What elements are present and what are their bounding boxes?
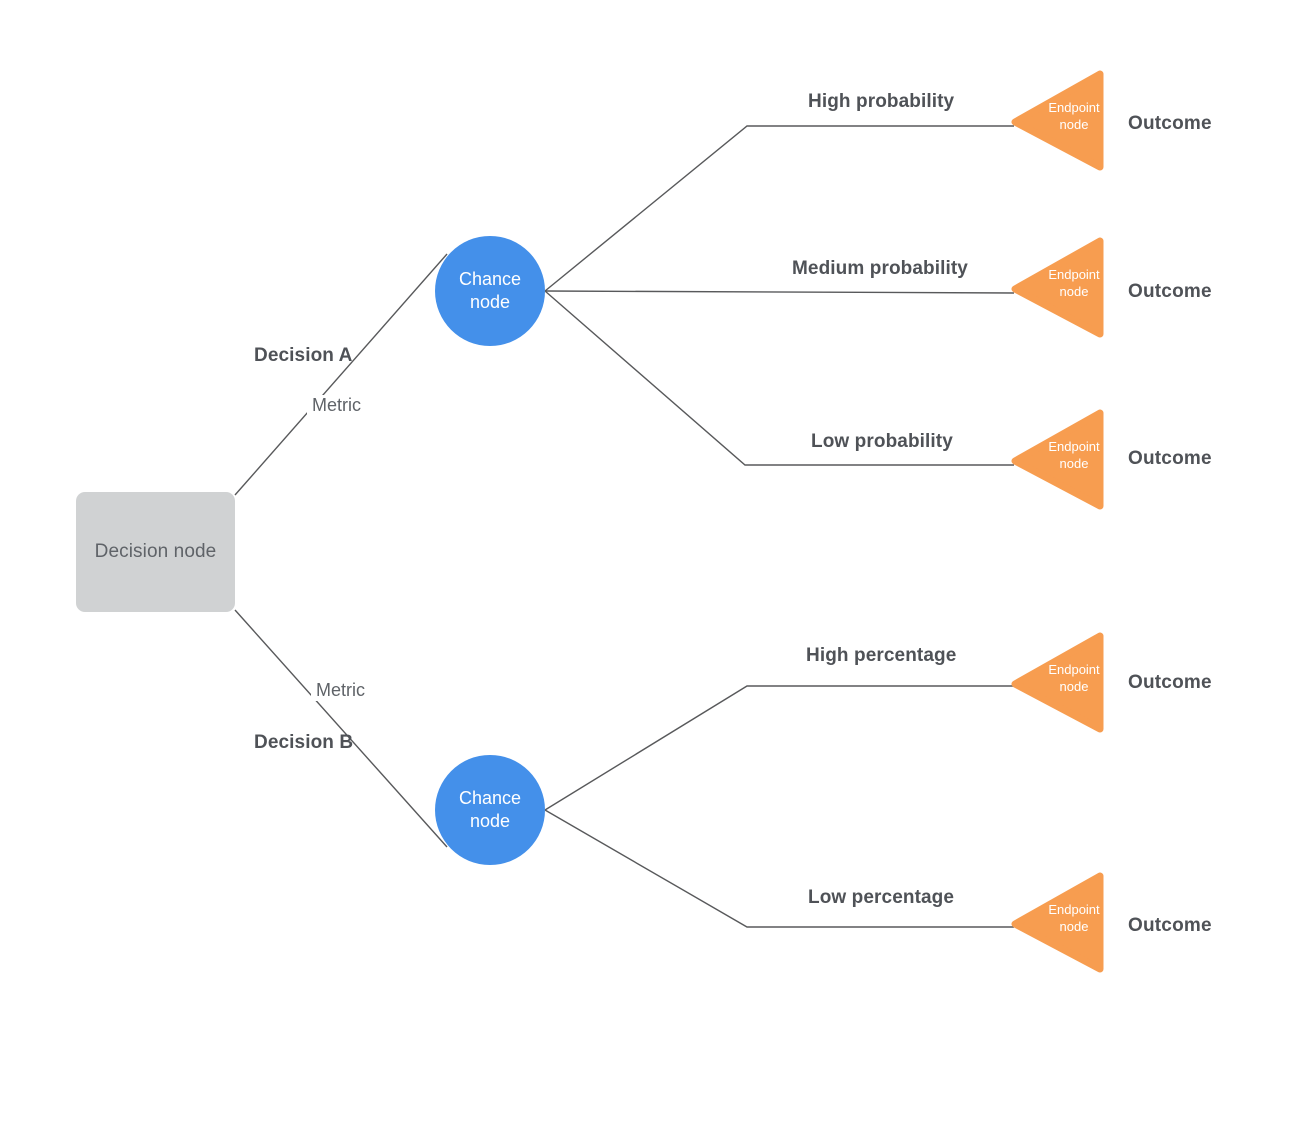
edge-chance-a-medium: [544, 290, 1015, 294]
triangle-icon: [1011, 632, 1104, 733]
endpoint-node-medium-probability[interactable]: Endpoint node: [1011, 236, 1104, 339]
edge-label-low-percentage: Low percentage: [808, 887, 955, 908]
edge-label-high-probability: High probability: [808, 91, 955, 112]
outcome-label-medium-probability: Outcome: [1128, 281, 1212, 302]
chance-node-a[interactable]: Chance node: [435, 236, 545, 346]
edge-label-metric-b: Metric: [311, 680, 370, 701]
edge-chance-a-low: [544, 290, 1014, 466]
chance-node-b[interactable]: Chance node: [435, 755, 545, 865]
edge-chance-b-high: [544, 685, 1014, 811]
chance-node-a-label-line2: node: [469, 292, 511, 312]
branch-label-decision-b: Decision B: [254, 732, 354, 753]
triangle-icon: [1011, 70, 1104, 171]
chance-node-a-label-line1: Chance: [458, 268, 522, 289]
endpoint-node-high-percentage[interactable]: Endpoint node: [1011, 631, 1104, 734]
edge-chance-a-high: [544, 125, 1014, 292]
chance-node-b-label-line1: Chance: [458, 787, 522, 808]
endpoint-node-high-probability[interactable]: Endpoint node: [1011, 69, 1104, 172]
chance-node-b-label-line2: node: [469, 811, 511, 831]
decision-node-root-label: Decision node: [94, 541, 217, 562]
outcome-label-low-probability: Outcome: [1128, 448, 1212, 469]
edge-label-high-percentage: High percentage: [806, 645, 957, 666]
branch-label-decision-a: Decision A: [254, 345, 353, 366]
edge-chance-b-low: [544, 809, 1014, 928]
outcome-label-low-percentage: Outcome: [1128, 915, 1212, 936]
triangle-icon: [1011, 409, 1104, 510]
outcome-label-high-percentage: Outcome: [1128, 672, 1212, 693]
edge-label-medium-probability: Medium probability: [792, 258, 968, 279]
endpoint-node-low-probability[interactable]: Endpoint node: [1011, 408, 1104, 511]
triangle-icon: [1011, 872, 1104, 973]
triangle-icon: [1011, 237, 1104, 338]
edge-label-low-probability: Low probability: [811, 431, 953, 452]
endpoint-node-low-percentage[interactable]: Endpoint node: [1011, 871, 1104, 974]
outcome-label-high-probability: Outcome: [1128, 113, 1212, 134]
edge-root-to-chance-a: [234, 253, 448, 496]
edge-root-to-chance-b: [234, 609, 448, 848]
decision-node-root[interactable]: Decision node: [76, 492, 235, 612]
edge-label-metric-a: Metric: [307, 395, 366, 416]
